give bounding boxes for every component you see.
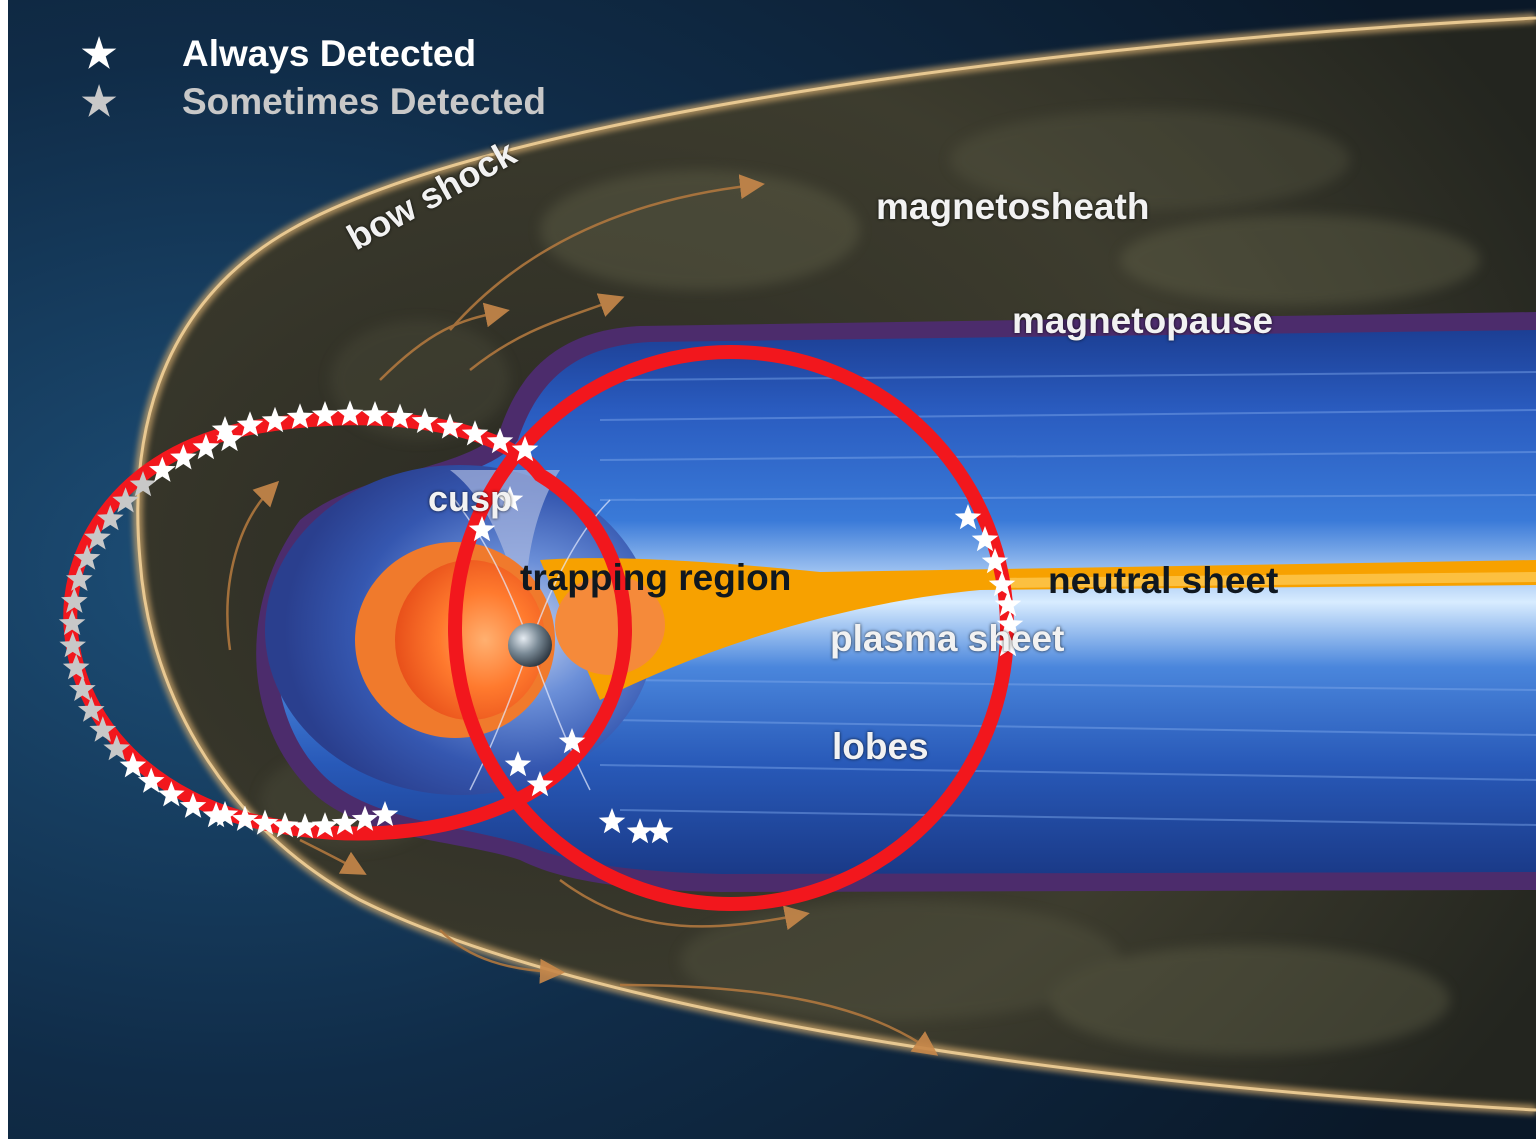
detection-stars (58, 400, 1024, 844)
detection-star (994, 631, 1022, 657)
star-icon-always: ★ (81, 32, 117, 76)
detection-star (149, 456, 176, 482)
bow-shock-line (136, 16, 1536, 1112)
detection-star (103, 734, 130, 761)
label-cusp: cusp (428, 478, 513, 519)
detection-star (994, 591, 1022, 617)
detection-star (73, 544, 101, 570)
plasma-sheet-region (540, 558, 1536, 700)
star-icon-sometimes: ★ (81, 80, 117, 124)
detection-star (996, 611, 1024, 637)
detection-star (486, 427, 514, 454)
detection-star (411, 407, 439, 433)
detection-star (626, 818, 654, 844)
detection-star (286, 403, 314, 429)
detection-star (336, 400, 364, 426)
detection-star (386, 403, 414, 429)
detection-star (119, 752, 147, 778)
detection-star (192, 433, 220, 460)
detection-star (436, 413, 464, 439)
detection-star (69, 675, 96, 701)
label-magnetosheath: magnetosheath (876, 186, 1150, 227)
legend-label-sometimes: Sometimes Detected (182, 81, 546, 122)
detection-star (129, 471, 157, 497)
detection-star (558, 728, 586, 754)
detection-star (251, 809, 279, 835)
flow-arrows (226, 174, 939, 1056)
label-lobes: lobes (832, 726, 929, 767)
detection-star (981, 548, 1009, 574)
detection-star (216, 425, 243, 452)
detection-star (66, 565, 93, 591)
detection-star (468, 516, 496, 542)
left-white-margin (0, 0, 8, 1139)
radiation-belt-inner (395, 560, 545, 720)
detection-star (371, 801, 399, 827)
detection-star (261, 406, 289, 433)
detection-star (461, 420, 489, 446)
label-magnetopause: magnetopause (1012, 300, 1274, 341)
detection-star (351, 805, 379, 831)
detection-star (202, 802, 230, 828)
detection-star (311, 401, 339, 427)
detection-star (331, 809, 359, 835)
detection-star (84, 524, 111, 550)
label-plasma-sheet: plasma sheet (830, 618, 1065, 659)
detection-star (496, 486, 524, 512)
legend: ★ Always Detected ★ Sometimes Detected (80, 30, 546, 126)
detection-star (271, 812, 299, 838)
detection-star (137, 767, 165, 793)
orbit-ellipse-dayside (63, 411, 633, 841)
trapping-region-right (555, 575, 665, 675)
detection-star (158, 781, 185, 807)
legend-row-always: ★ Always Detected (80, 30, 546, 78)
detection-star (112, 487, 139, 513)
detection-star (78, 696, 105, 722)
earth (508, 623, 552, 667)
legend-row-sometimes: ★ Sometimes Detected (80, 78, 546, 126)
neutral-sheet-core (1000, 572, 1536, 588)
detection-star (361, 401, 389, 427)
detection-star (954, 504, 982, 530)
detection-star (988, 571, 1016, 597)
detection-star (504, 751, 532, 777)
detection-star (62, 654, 90, 680)
detection-star (598, 808, 626, 834)
legend-label-always: Always Detected (182, 33, 477, 74)
detection-star (236, 411, 264, 437)
dipole-field-lines (454, 499, 611, 791)
label-trapping-region: trapping region (520, 557, 792, 598)
detection-star (58, 609, 86, 635)
detection-star (97, 505, 124, 531)
detection-star (59, 632, 86, 658)
detection-star (61, 587, 88, 613)
detection-star (89, 716, 117, 742)
tail-field-lines (599, 371, 1536, 826)
detection-star (971, 526, 999, 552)
detection-star (211, 416, 239, 442)
label-neutral-sheet: neutral sheet (1048, 560, 1279, 601)
detection-star (291, 813, 319, 839)
detection-star (526, 771, 554, 797)
cusp-funnel (450, 470, 560, 630)
detection-star (231, 805, 259, 831)
detection-star (170, 444, 197, 470)
detection-star (179, 792, 207, 818)
detection-star (311, 812, 339, 838)
detection-star (511, 436, 539, 462)
detection-star (646, 818, 674, 844)
detection-star (211, 801, 239, 827)
